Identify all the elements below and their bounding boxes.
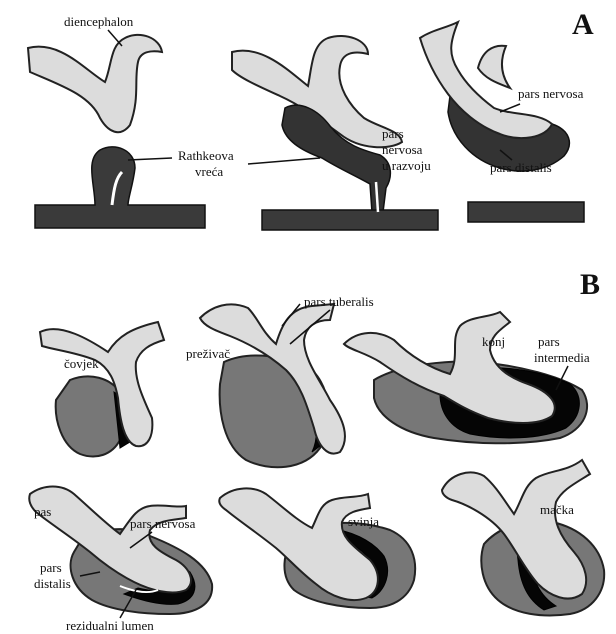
leader-rathke-left bbox=[128, 158, 172, 160]
leader-pars-nervosa-a bbox=[500, 104, 520, 112]
label-pars-distalis-a: pars distalis bbox=[490, 160, 552, 175]
label-covjek: čovjek bbox=[64, 356, 99, 371]
label-nervosa-dev-line2: nervosa bbox=[382, 142, 423, 157]
diencephalon-shape-stage1 bbox=[28, 35, 162, 132]
label-distalis-b-line2: distalis bbox=[34, 576, 71, 591]
label-distalis-b-line1: pars bbox=[40, 560, 62, 575]
panel-label-b: B bbox=[580, 268, 600, 301]
oral-ectoderm-stage2 bbox=[262, 210, 438, 230]
label-pars-nervosa-a: pars nervosa bbox=[518, 86, 584, 101]
label-pas: pas bbox=[34, 504, 51, 519]
label-prezivac: preživač bbox=[186, 346, 230, 361]
leader-rathke-right bbox=[248, 158, 320, 164]
label-rezidualni-lumen: rezidualni lumen bbox=[66, 618, 154, 633]
label-macka: mačka bbox=[540, 502, 574, 517]
label-svinja: svinja bbox=[348, 514, 379, 529]
label-pars-tuberalis: pars tuberalis bbox=[304, 294, 374, 309]
leader-diencephalon bbox=[108, 30, 122, 46]
label-intermedia-line1: pars bbox=[538, 334, 560, 349]
label-rathke-line1: Rathkeova bbox=[178, 148, 234, 163]
label-nervosa-dev-line1: pars bbox=[382, 126, 404, 141]
oral-ectoderm-stage3 bbox=[468, 202, 584, 222]
pars-nervosa-tip-stage3 bbox=[478, 46, 510, 88]
pars-nervosa-stage3 bbox=[420, 22, 552, 138]
label-intermedia-line2: intermedia bbox=[534, 350, 590, 365]
label-konj: konj bbox=[482, 334, 505, 349]
label-diencephalon: diencephalon bbox=[64, 14, 134, 29]
panel-label-a: A bbox=[572, 8, 594, 41]
label-nervosa-dev-line3: u razvoju bbox=[382, 158, 431, 173]
pars-distalis-human bbox=[56, 376, 120, 456]
label-rathke-line2: vreća bbox=[195, 164, 223, 179]
label-pars-nervosa-b: pars nervosa bbox=[130, 516, 196, 531]
